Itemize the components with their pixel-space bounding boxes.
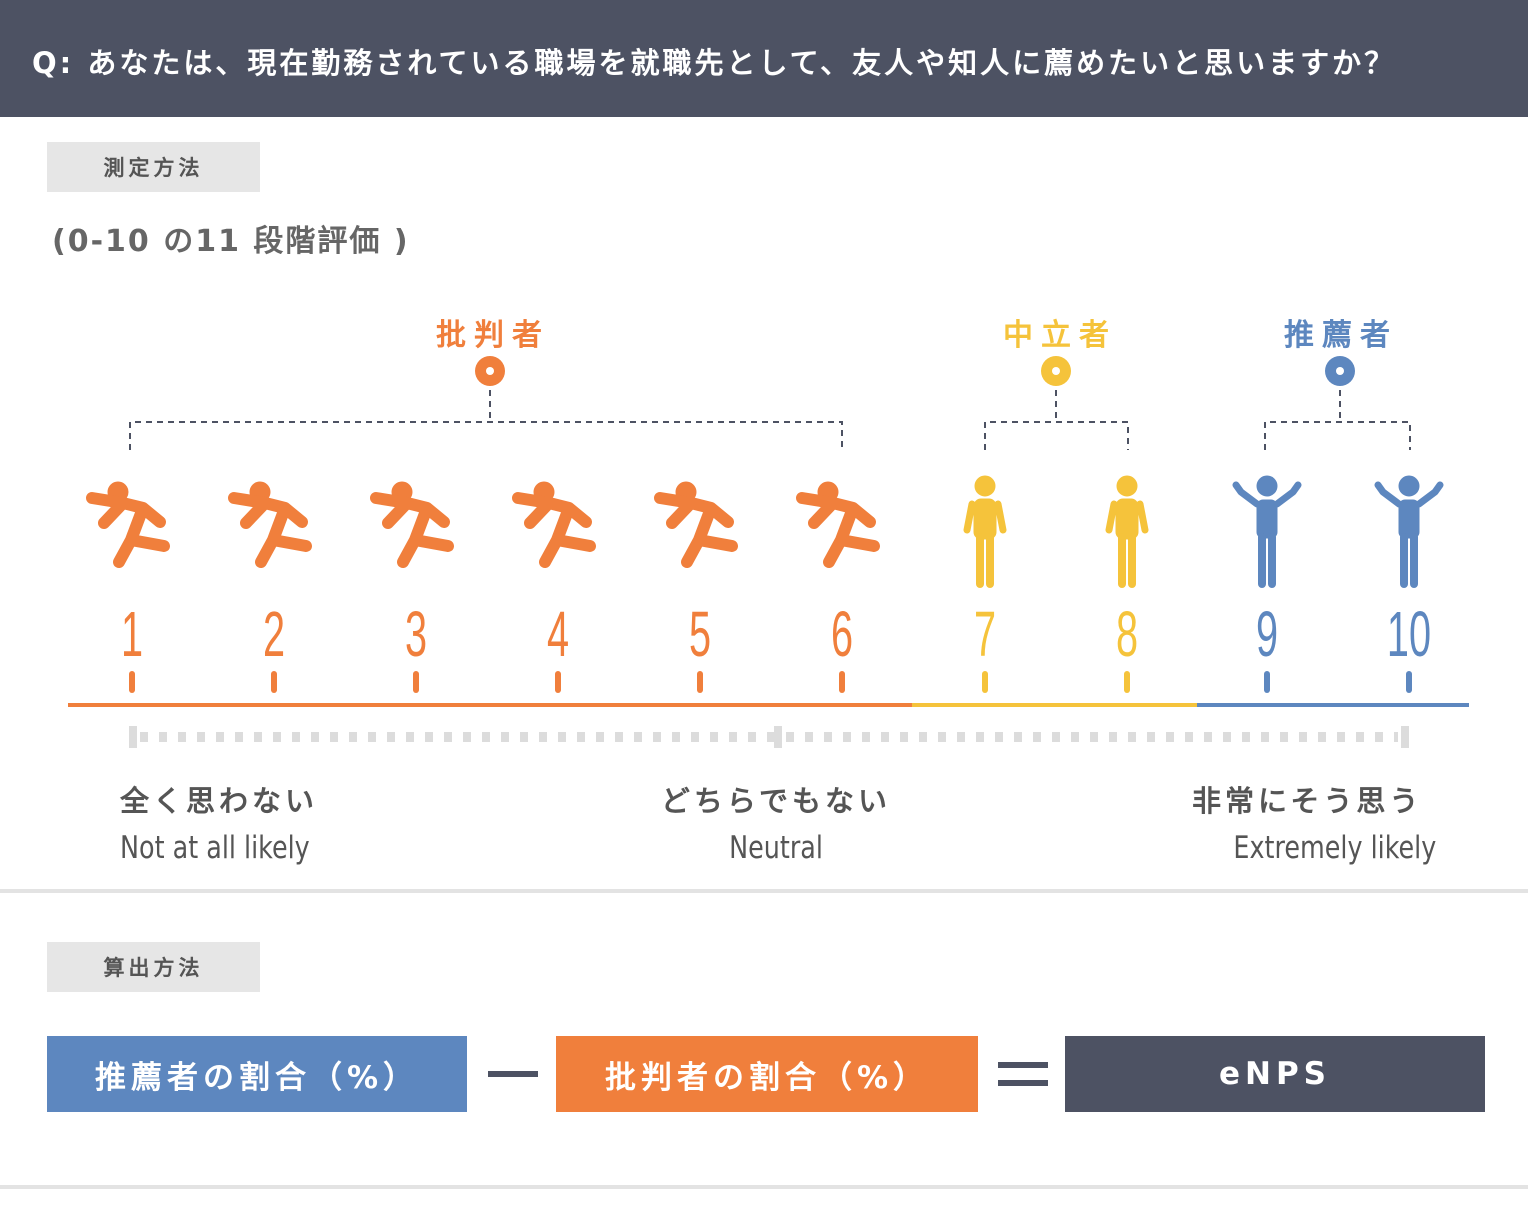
enps-result-box: eNPS — [1065, 1036, 1485, 1112]
score-number-5: 5 — [689, 600, 711, 671]
scale-label-mid-jp: どちらでもない — [660, 784, 892, 818]
score-number-10: 10 — [1387, 600, 1431, 671]
figure-score-2 — [234, 482, 306, 562]
score-number-1: 1 — [121, 600, 143, 671]
scale-label-high-en: Extremely likely — [1233, 830, 1437, 866]
figure-score-10 — [1378, 476, 1440, 584]
question-header: Q: あなたは、現在勤務されている職場を就職先として、友人や知人に薦めたいと思い… — [0, 0, 1528, 117]
scale-label-high-jp: 非常にそう思う — [1192, 784, 1423, 818]
figure-score-5 — [660, 482, 732, 562]
group-title-passives: 中立者 — [1003, 318, 1117, 353]
group-title-detractors: 批判者 — [436, 318, 550, 353]
score-tick-6 — [839, 671, 845, 693]
detractor-ratio-box: 批判者の割合（%） — [556, 1036, 978, 1112]
equals-sign-top — [998, 1062, 1048, 1068]
score-number-3: 3 — [405, 600, 427, 671]
score-ticks — [129, 671, 1412, 693]
score-tick-4 — [555, 671, 561, 693]
score-tick-7 — [982, 671, 988, 693]
scale-label-mid-en: Neutral — [729, 830, 823, 866]
bottom-divider — [0, 1185, 1528, 1189]
calc-method-tag: 算出方法 — [47, 942, 260, 992]
detractor-marker — [129, 356, 843, 450]
figure-score-8 — [1109, 476, 1145, 584]
score-number-4: 4 — [547, 600, 569, 671]
sentiment-scale — [129, 726, 1409, 748]
figure-score-9 — [1236, 476, 1298, 584]
score-tick-9 — [1264, 671, 1270, 693]
promoter-marker — [1264, 356, 1411, 450]
score-number-9: 9 — [1256, 600, 1278, 671]
minus-sign — [488, 1071, 538, 1077]
scale-label-low: 全く思わない Not at all likely — [120, 778, 351, 866]
score-numbers: 1 2 3 4 5 6 7 8 9 10 — [121, 600, 1431, 671]
figure-score-6 — [802, 482, 874, 562]
scale-label-high: 非常にそう思う Extremely likely — [1192, 778, 1437, 866]
score-number-8: 8 — [1116, 600, 1138, 671]
score-number-6: 6 — [831, 600, 853, 671]
score-tick-5 — [697, 671, 703, 693]
scale-label-mid: どちらでもない Neutral — [656, 778, 896, 866]
scale-diagram: 1 2 3 4 5 6 7 8 9 10 — [68, 356, 1469, 748]
scale-label-low-jp: 全く思わない — [120, 784, 319, 818]
section-divider — [0, 889, 1528, 893]
measure-method-tag: 測定方法 — [47, 142, 260, 192]
score-tick-3 — [413, 671, 419, 693]
equals-sign-bottom — [998, 1080, 1048, 1086]
question-text: Q: あなたは、現在勤務されている職場を就職先として、友人や知人に薦めたいと思い… — [32, 46, 1397, 80]
figure-score-4 — [518, 482, 590, 562]
score-tick-2 — [271, 671, 277, 693]
figure-score-7 — [967, 476, 1003, 584]
score-tick-8 — [1124, 671, 1130, 693]
figure-score-1 — [92, 482, 164, 562]
scale-note: (0-10 の11 段階評価 ) — [52, 224, 410, 259]
score-tick-10 — [1406, 671, 1412, 693]
score-number-2: 2 — [263, 600, 285, 671]
score-number-7: 7 — [974, 600, 996, 671]
promoter-ratio-box: 推薦者の割合（%） — [47, 1036, 467, 1112]
score-tick-1 — [129, 671, 135, 693]
scale-label-low-en: Not at all likely — [120, 830, 310, 866]
passive-marker — [984, 356, 1129, 450]
score-figures — [92, 476, 1440, 584]
figure-score-3 — [376, 482, 448, 562]
group-title-promoters: 推薦者 — [1284, 318, 1398, 353]
